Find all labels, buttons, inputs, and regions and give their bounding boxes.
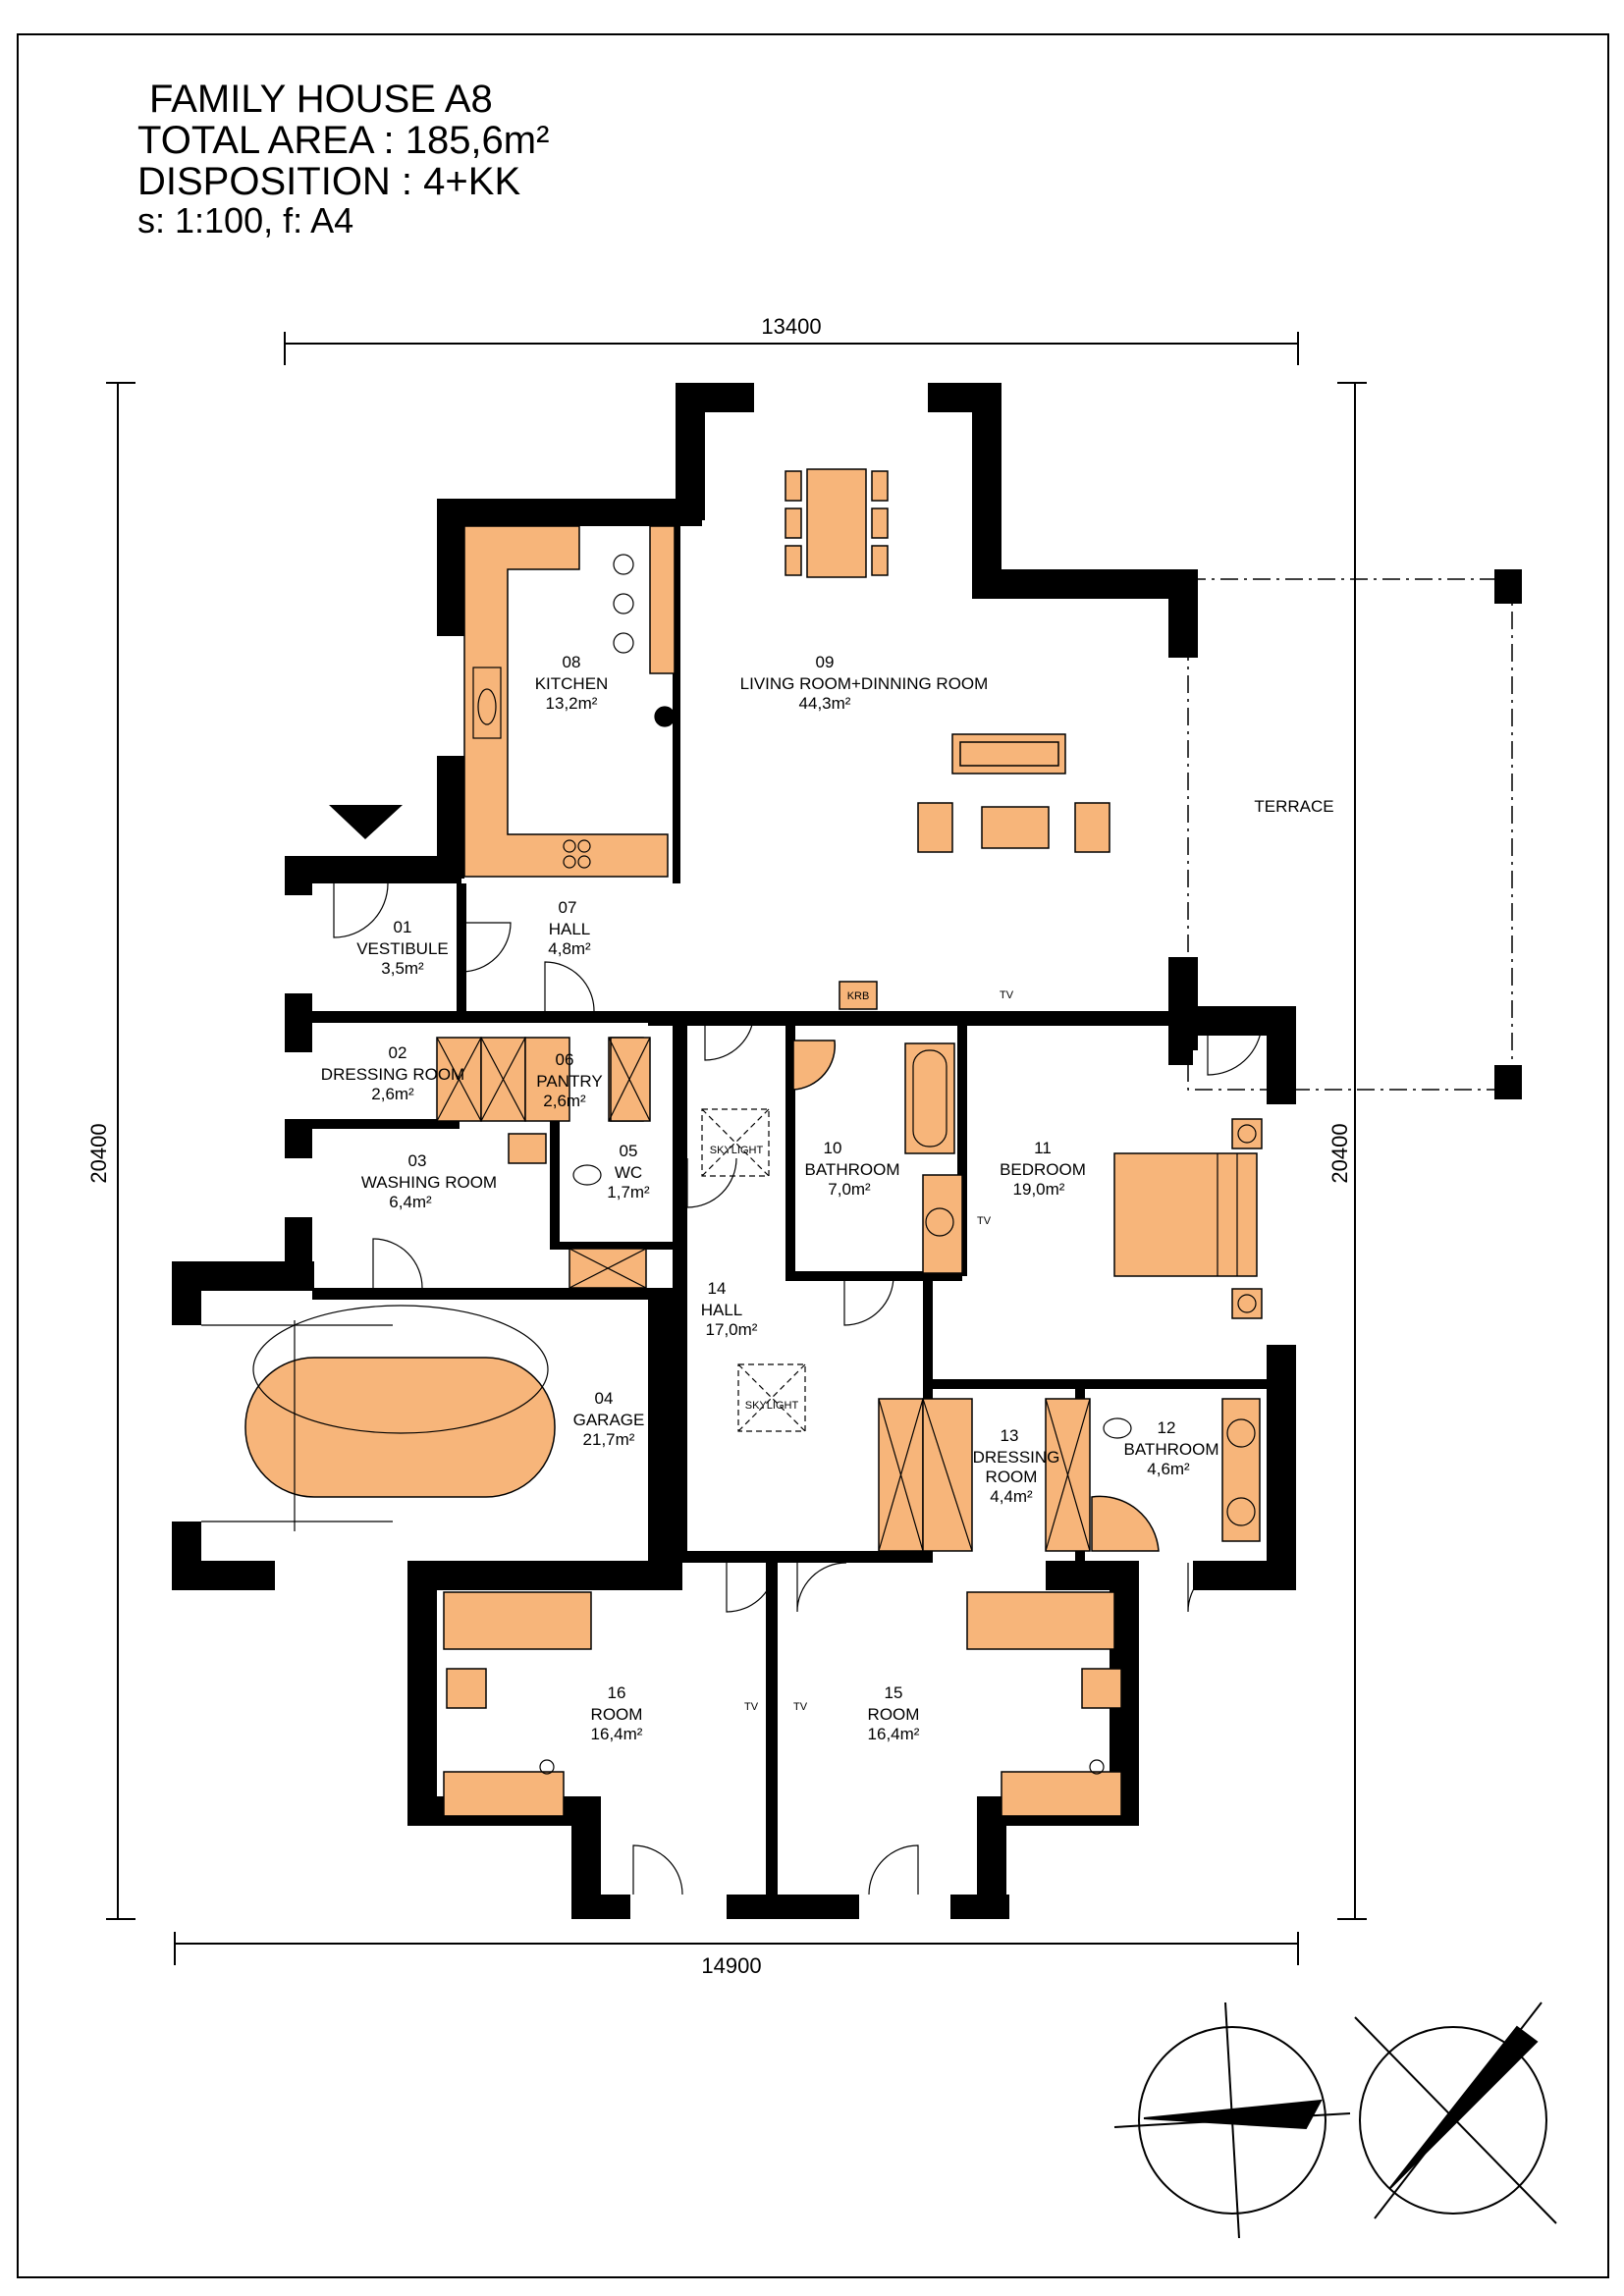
dimension-top (284, 332, 1299, 365)
svg-text:13,2m²: 13,2m² (546, 694, 598, 713)
svg-text:12: 12 (1158, 1418, 1176, 1437)
svg-text:BATHROOM: BATHROOM (805, 1160, 900, 1179)
dimension-right-label: 20400 (1327, 1123, 1352, 1183)
room-label-01: 01 VESTIBULE 3,5m² (356, 918, 449, 978)
tv-label-room15: TV (793, 1701, 808, 1713)
sun-orientation-icon (1354, 2002, 1557, 2224)
sheet-border (17, 33, 1609, 2278)
svg-text:03: 03 (408, 1151, 427, 1170)
total-area: TOTAL AREA : 185,6m² (137, 119, 550, 162)
tv-label-bedroom: TV (977, 1215, 992, 1227)
dimension-left (106, 382, 135, 1920)
room-label-12: 12 BATHROOM 4,6m² (1124, 1418, 1219, 1478)
svg-text:1,7m²: 1,7m² (607, 1183, 650, 1201)
svg-text:DRESSING ROOM: DRESSING ROOM (321, 1065, 464, 1084)
svg-text:ROOM: ROOM (986, 1468, 1038, 1486)
svg-text:02: 02 (389, 1043, 407, 1062)
svg-text:17,0m²: 17,0m² (706, 1320, 758, 1339)
door-swings (333, 882, 1263, 1896)
svg-text:14: 14 (708, 1279, 727, 1298)
svg-text:BEDROOM: BEDROOM (1000, 1160, 1086, 1179)
svg-text:08: 08 (563, 653, 581, 671)
svg-text:3,5m²: 3,5m² (381, 959, 424, 978)
svg-text:4,4m²: 4,4m² (990, 1487, 1033, 1506)
room-label-10: 10 BATHROOM 7,0m² (805, 1139, 900, 1199)
exterior-walls (172, 383, 1296, 1919)
svg-text:KITCHEN: KITCHEN (535, 674, 609, 693)
fireplace-label: KRB (847, 990, 870, 1002)
svg-text:21,7m²: 21,7m² (583, 1430, 635, 1449)
dimension-left-label: 20400 (86, 1123, 111, 1183)
svg-text:11: 11 (1034, 1139, 1052, 1157)
skylights (701, 1108, 806, 1432)
tv-label-living: TV (1000, 989, 1014, 1001)
skylight-label-2: SKYLIGHT (745, 1400, 799, 1412)
svg-text:HALL: HALL (549, 920, 591, 938)
north-arrow-icon (1113, 2002, 1351, 2239)
svg-text:LIVING ROOM+DINNING ROOM: LIVING ROOM+DINNING ROOM (740, 674, 989, 693)
room-label-02: 02 DRESSING ROOM 2,6m² (321, 1043, 464, 1103)
disposition: DISPOSITION : 4+KK (137, 160, 521, 203)
svg-text:ROOM: ROOM (868, 1705, 920, 1724)
furniture (244, 468, 1263, 1817)
svg-text:06: 06 (556, 1050, 574, 1069)
svg-text:05: 05 (620, 1142, 638, 1160)
svg-text:PANTRY: PANTRY (536, 1072, 602, 1091)
svg-text:19,0m²: 19,0m² (1013, 1180, 1065, 1199)
svg-text:ROOM: ROOM (591, 1705, 643, 1724)
svg-text:6,4m²: 6,4m² (389, 1193, 432, 1211)
room-label-11: 11 BEDROOM 19,0m² (1000, 1139, 1086, 1199)
svg-text:09: 09 (816, 653, 835, 671)
svg-text:4,6m²: 4,6m² (1147, 1460, 1190, 1478)
title-block: FAMILY HOUSE A8 TOTAL AREA : 185,6m² DIS… (137, 79, 549, 240)
svg-text:04: 04 (595, 1389, 614, 1408)
svg-text:VESTIBULE: VESTIBULE (356, 939, 449, 958)
dimension-bottom (174, 1932, 1299, 1965)
room-label-03: 03 WASHING ROOM 6,4m² (361, 1151, 497, 1211)
room-label-05: 05 WC 1,7m² (607, 1142, 650, 1201)
svg-text:16,4m²: 16,4m² (591, 1725, 643, 1743)
room-label-09: 09 LIVING ROOM+DINNING ROOM 44,3m² (740, 653, 989, 713)
room-label-06: 06 PANTRY 2,6m² (536, 1050, 602, 1110)
dimension-bottom-label: 14900 (701, 1953, 761, 1978)
svg-text:01: 01 (394, 918, 412, 936)
svg-text:16: 16 (608, 1683, 626, 1702)
skylight-label-1: SKYLIGHT (710, 1145, 764, 1156)
room-label-15: 15 ROOM 16,4m² (868, 1683, 920, 1743)
svg-text:GARAGE: GARAGE (573, 1411, 645, 1429)
terrace (1187, 569, 1522, 1099)
svg-text:WC: WC (615, 1163, 642, 1182)
tv-label-room16: TV (744, 1701, 759, 1713)
scale-format: s: 1:100, f: A4 (137, 200, 354, 240)
svg-text:7,0m²: 7,0m² (828, 1180, 871, 1199)
room-label-07: 07 HALL 4,8m² (548, 898, 591, 958)
svg-text:10: 10 (824, 1139, 842, 1157)
svg-text:44,3m²: 44,3m² (799, 694, 851, 713)
entrance-arrow-icon (329, 805, 403, 839)
svg-text:HALL: HALL (701, 1301, 743, 1319)
plan-title: FAMILY HOUSE A8 (149, 78, 493, 121)
svg-text:2,6m²: 2,6m² (371, 1085, 414, 1103)
room-label-13: 13 DRESSING ROOM 4,4m² (973, 1426, 1060, 1506)
svg-text:4,8m²: 4,8m² (548, 939, 591, 958)
svg-text:16,4m²: 16,4m² (868, 1725, 920, 1743)
svg-text:BATHROOM: BATHROOM (1124, 1440, 1219, 1459)
room-label-04: 04 GARAGE 21,7m² (573, 1389, 645, 1449)
dimension-right (1337, 382, 1367, 1920)
terrace-label: TERRACE (1254, 797, 1333, 816)
svg-text:15: 15 (885, 1683, 903, 1702)
fixture-outlines (201, 554, 1257, 1775)
room-label-16: 16 ROOM 16,4m² (591, 1683, 643, 1743)
room-label-14: 14 HALL 17,0m² (701, 1279, 758, 1339)
dimension-top-label: 13400 (761, 314, 821, 339)
svg-text:07: 07 (559, 898, 577, 917)
svg-text:DRESSING: DRESSING (973, 1448, 1060, 1467)
room-label-08: 08 KITCHEN 13,2m² (535, 653, 609, 713)
svg-text:2,6m²: 2,6m² (543, 1092, 586, 1110)
svg-text:WASHING ROOM: WASHING ROOM (361, 1173, 497, 1192)
svg-text:13: 13 (1001, 1426, 1019, 1445)
